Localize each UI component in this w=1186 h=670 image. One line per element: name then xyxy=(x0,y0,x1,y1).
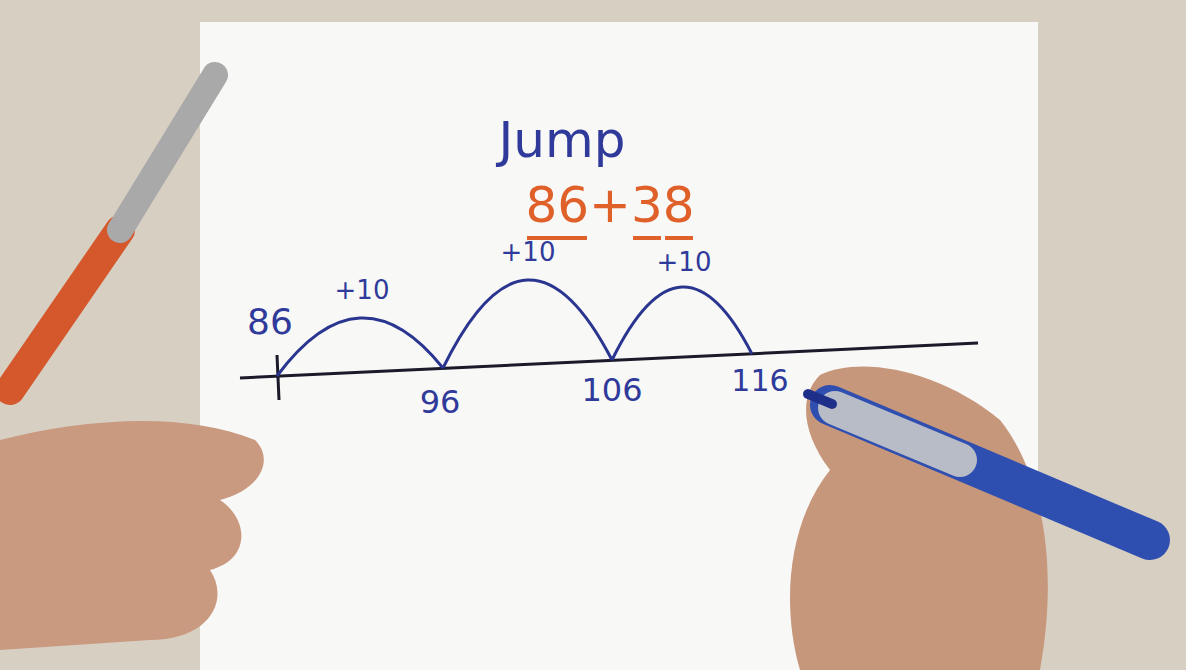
tick-number: 116 xyxy=(731,366,788,396)
title: Jump xyxy=(499,115,626,165)
right-hand xyxy=(790,366,1048,670)
start-number: 86 xyxy=(247,304,293,340)
jump-arc xyxy=(612,287,752,360)
marker-barrel xyxy=(835,408,960,460)
underline xyxy=(665,236,693,240)
pen-cap xyxy=(120,75,215,230)
underline xyxy=(633,236,661,240)
jump-arc xyxy=(443,280,612,368)
pen-body xyxy=(10,230,120,390)
left-hand xyxy=(0,421,264,650)
equation: 86+38 xyxy=(525,180,694,230)
jump-label: +10 xyxy=(335,277,390,303)
marker-tip xyxy=(808,394,832,404)
jump-label: +10 xyxy=(501,239,556,265)
tick-mark xyxy=(277,355,279,400)
tick-number: 106 xyxy=(581,374,642,406)
jump-arc xyxy=(277,318,443,376)
number-line xyxy=(240,343,978,378)
tick-number: 96 xyxy=(420,386,461,418)
marker xyxy=(830,405,1150,540)
jump-label: +10 xyxy=(657,249,712,275)
